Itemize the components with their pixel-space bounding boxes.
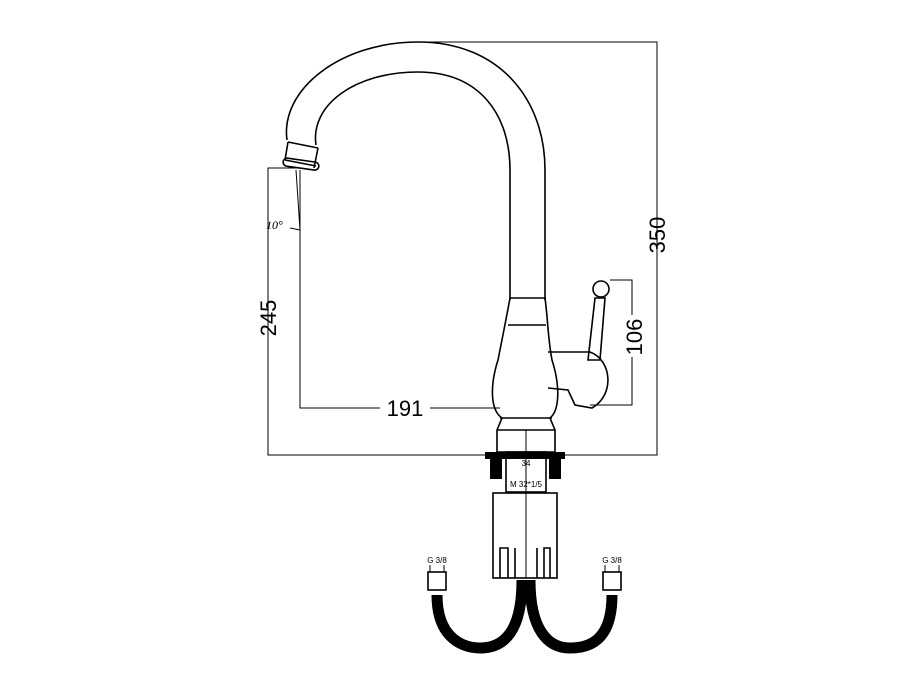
- left-hose-fitting: [427, 571, 447, 591]
- dim-angle: 10°: [266, 218, 283, 232]
- connector-ribs: [499, 547, 551, 578]
- spout-inner: [314, 71, 511, 300]
- right-fitting-label: G 3/8: [602, 556, 622, 565]
- left-hose: [431, 579, 528, 654]
- dimension-labels: 350 245 191 106 10° 34 M 32*1/5 G 3/8 G …: [256, 217, 670, 565]
- thread-label: M 32*1/5: [510, 480, 543, 489]
- lower-connector: [492, 492, 558, 579]
- faucet-outline: [282, 41, 622, 591]
- dim-106: 106: [622, 319, 647, 356]
- faucet-body: [491, 297, 559, 453]
- spout-outer: [285, 41, 546, 300]
- handle-knob[interactable]: [592, 280, 610, 298]
- hoses: [431, 579, 618, 654]
- aerator-ring: [282, 157, 320, 171]
- cartridge-housing: [547, 351, 609, 409]
- right-hose: [524, 579, 618, 654]
- dim-34: 34: [522, 459, 531, 468]
- dim-191: 191: [387, 396, 424, 421]
- dim-245: 245: [256, 300, 281, 337]
- dim-350: 350: [645, 217, 670, 254]
- dimension-lines: [267, 41, 658, 456]
- handle-lever: [587, 297, 606, 361]
- aerator: [284, 141, 319, 169]
- left-fitting-label: G 3/8: [427, 556, 447, 565]
- right-hose-fitting: [602, 571, 622, 591]
